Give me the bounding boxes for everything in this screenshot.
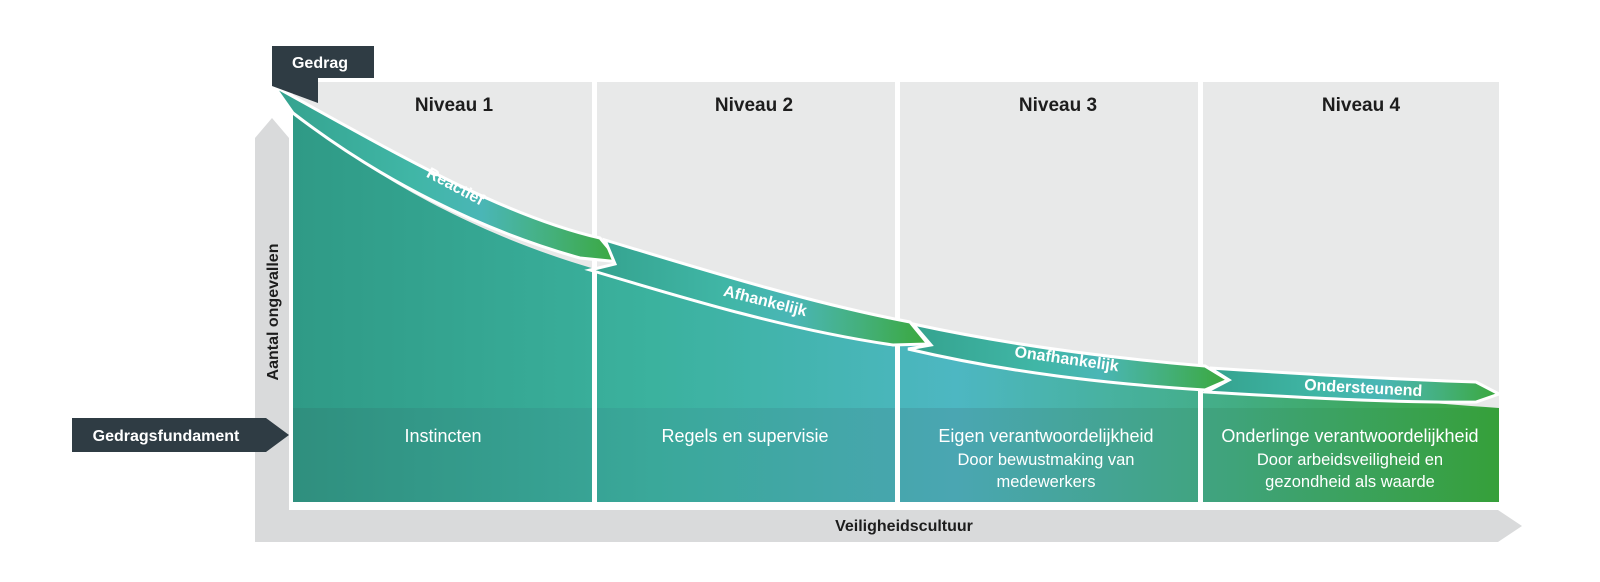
foundation-text-3: Eigen verantwoordelijkheid bbox=[938, 426, 1153, 446]
x-axis-arrow bbox=[255, 510, 1522, 542]
foundation-subtext-3b: medewerkers bbox=[996, 473, 1095, 491]
foundation-subtext-3a: Door bewustmaking van bbox=[957, 451, 1134, 469]
level-separators bbox=[592, 82, 1203, 502]
foundation-text-2: Regels en supervisie bbox=[661, 426, 828, 446]
foundation-text-4: Onderlinge verantwoordelijkheid bbox=[1221, 426, 1478, 446]
foundation-text-1: Instincten bbox=[404, 426, 481, 446]
level-title-2: Niveau 2 bbox=[715, 95, 793, 116]
phase-label-4: Ondersteunend bbox=[1304, 377, 1423, 400]
behavior-tag: Gedrag bbox=[272, 46, 374, 103]
y-axis-label: Aantal ongevallen bbox=[265, 244, 282, 381]
arrow-segment-onafhankelijk bbox=[907, 321, 1232, 392]
level-title-4: Niveau 4 bbox=[1322, 95, 1401, 116]
behavior-tag-label: Gedrag bbox=[292, 55, 348, 72]
level-title-1: Niveau 1 bbox=[415, 95, 494, 116]
arrow-segment-afhankelijk bbox=[584, 237, 932, 347]
foundation-subtext-4b: gezondheid als waarde bbox=[1265, 473, 1435, 491]
level-title-3: Niveau 3 bbox=[1019, 95, 1097, 116]
arrow-segment-ondersteunend bbox=[1200, 366, 1503, 404]
foundation-tag-label: Gedragsfundament bbox=[93, 428, 240, 445]
foundation-subtext-4a: Door arbeidsveiligheid en bbox=[1257, 451, 1443, 469]
x-axis-label: Veiligheidscultuur bbox=[835, 518, 973, 535]
behavior-arrow bbox=[272, 84, 1503, 404]
foundation-tag: Gedragsfundament bbox=[72, 418, 289, 452]
